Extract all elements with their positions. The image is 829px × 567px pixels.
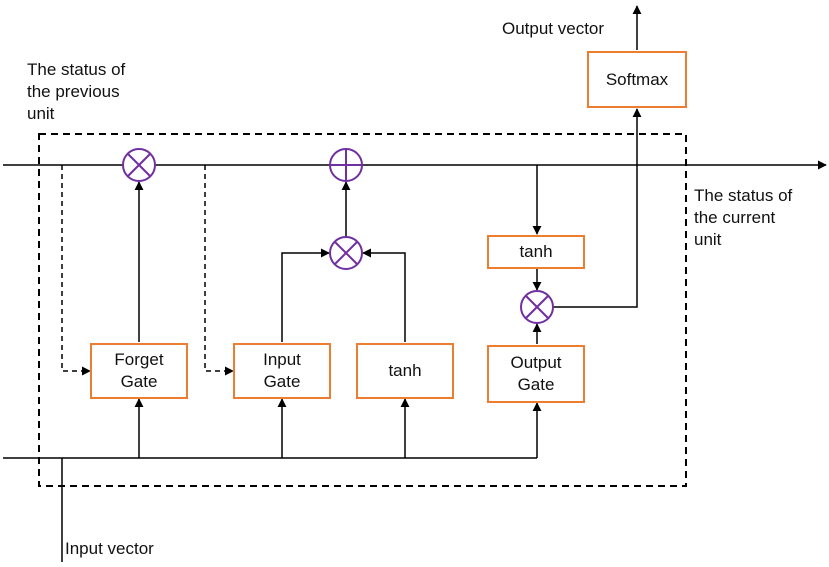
input-multiply-operator xyxy=(329,236,363,270)
tanh-to-multiply-line xyxy=(362,248,406,342)
tanh-state-box: tanh xyxy=(487,235,585,269)
tanh-candidate-label: tanh xyxy=(388,361,422,380)
output-multiply-to-softmax-line xyxy=(553,108,642,308)
input-peephole-line xyxy=(204,165,234,376)
softmax-box: Softmax xyxy=(587,51,687,108)
tanh-state-label: tanh xyxy=(519,242,553,261)
input-gate-to-multiply-line xyxy=(281,248,330,342)
current-status-label: The status of the current unit xyxy=(694,186,793,249)
cell-boundary xyxy=(38,133,687,487)
previous-status-label: The status of the previous unit xyxy=(27,60,126,123)
output-vector-label: Output vector xyxy=(502,19,605,38)
forget-peephole-line xyxy=(61,165,91,376)
tanh-candidate-box: tanh xyxy=(356,343,454,399)
state-add-operator xyxy=(329,148,363,182)
output-multiply-operator xyxy=(520,290,554,324)
softmax-label: Softmax xyxy=(605,69,669,89)
input-vector-label: Input vector xyxy=(65,539,154,558)
forget-multiply-operator xyxy=(122,148,156,182)
